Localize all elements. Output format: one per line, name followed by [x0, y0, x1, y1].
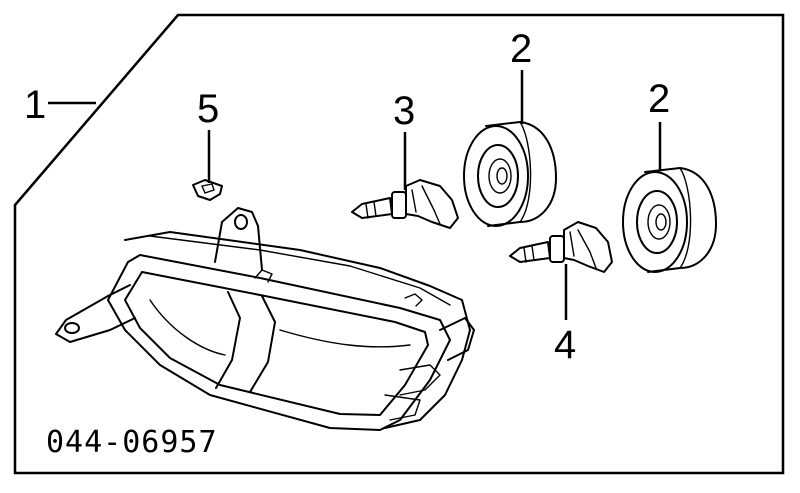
callout-2b: 2: [648, 77, 670, 121]
bulb-3: [351, 179, 459, 229]
socket-cap-2a: [463, 121, 557, 227]
part-code: 044-06957: [46, 425, 218, 460]
bulb-4: [509, 221, 613, 273]
callout-1: 1: [24, 83, 46, 127]
callout-4: 4: [554, 323, 576, 367]
callout-2a: 2: [510, 27, 532, 71]
callout-3: 3: [393, 89, 415, 133]
clip-part: [192, 179, 223, 201]
headlamp-housing: [55, 207, 475, 431]
socket-cap-2b: [622, 167, 717, 273]
callout-5: 5: [197, 87, 219, 131]
diagram-frame: [13, 13, 785, 475]
